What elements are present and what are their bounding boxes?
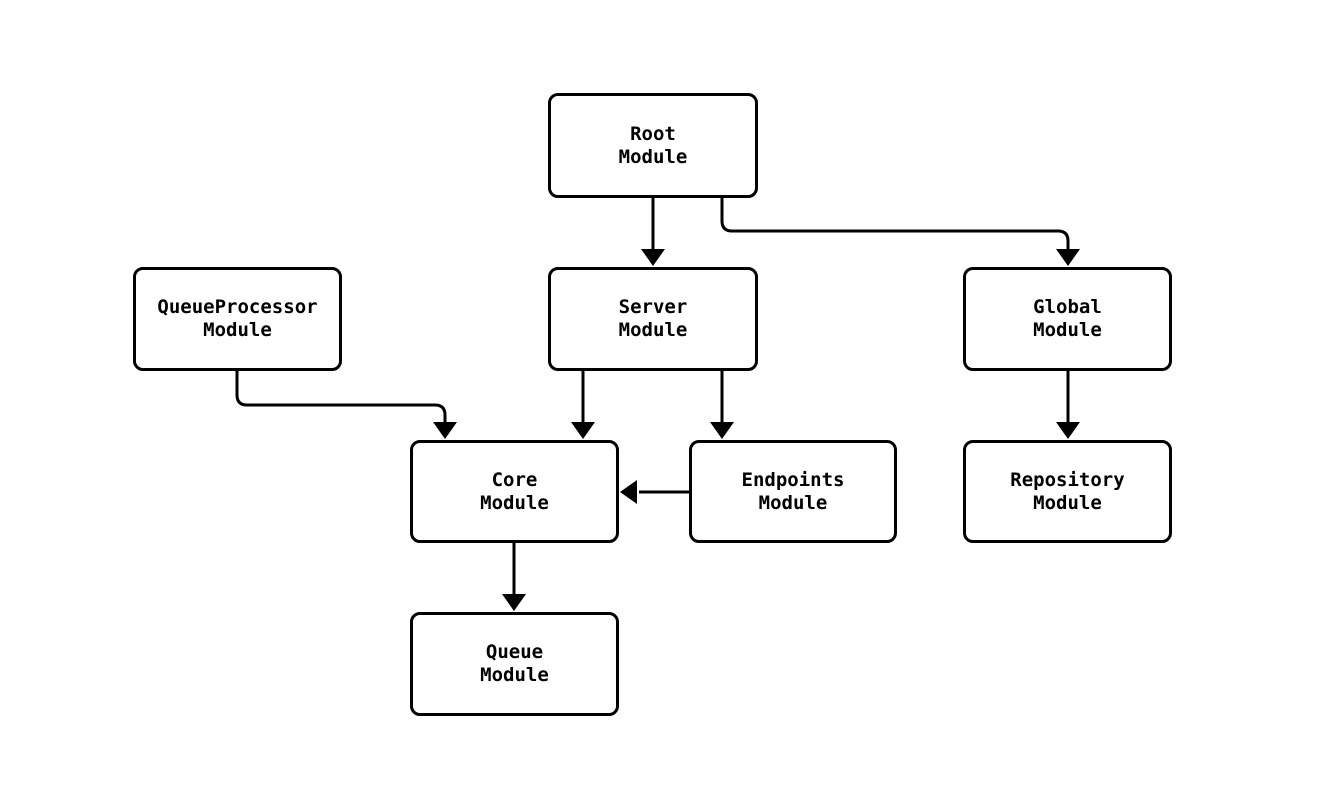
node-root-module: Root Module bbox=[548, 93, 758, 198]
node-label-line: QueueProcessor bbox=[157, 296, 318, 318]
node-queueprocessor-module: QueueProcessor Module bbox=[133, 267, 342, 371]
node-label-line: Repository bbox=[1010, 468, 1125, 491]
node-label-line: Core bbox=[491, 468, 538, 491]
edge-global-to-repository bbox=[1056, 371, 1080, 439]
node-label-line: Module bbox=[203, 319, 272, 341]
node-repository-module: Repository Module bbox=[963, 440, 1172, 543]
node-core-module: Core Module bbox=[410, 440, 619, 543]
node-server-module: Server Module bbox=[548, 267, 758, 371]
node-label-line: Module bbox=[1033, 491, 1102, 514]
node-label-line: Module bbox=[618, 319, 688, 341]
node-label-line: Module bbox=[618, 145, 688, 168]
node-label-line: Module bbox=[480, 491, 549, 514]
node-label-line: Queue bbox=[485, 641, 544, 663]
node-label-line: Server bbox=[618, 296, 688, 318]
node-label-line: Global bbox=[1033, 296, 1102, 318]
node-label-line: Endpoints bbox=[741, 468, 845, 491]
node-global-module: Global Module bbox=[963, 267, 1172, 371]
edge-server-to-endpoints bbox=[710, 371, 734, 439]
edge-root-to-global bbox=[720, 198, 1080, 266]
node-label-line: Module bbox=[758, 491, 828, 514]
node-label-line: Module bbox=[1033, 319, 1102, 341]
edge-core-to-queue bbox=[502, 543, 526, 611]
node-label-line: Root bbox=[630, 122, 676, 145]
node-endpoints-module: Endpoints Module bbox=[689, 440, 897, 543]
node-queue-module: Queue Module bbox=[410, 612, 619, 716]
edge-root-to-server bbox=[641, 198, 665, 266]
node-label-line: Module bbox=[480, 664, 549, 686]
edge-queueprocessor-to-core bbox=[235, 371, 457, 439]
edge-server-to-core bbox=[571, 371, 595, 439]
edge-endpoints-to-core bbox=[620, 480, 689, 504]
